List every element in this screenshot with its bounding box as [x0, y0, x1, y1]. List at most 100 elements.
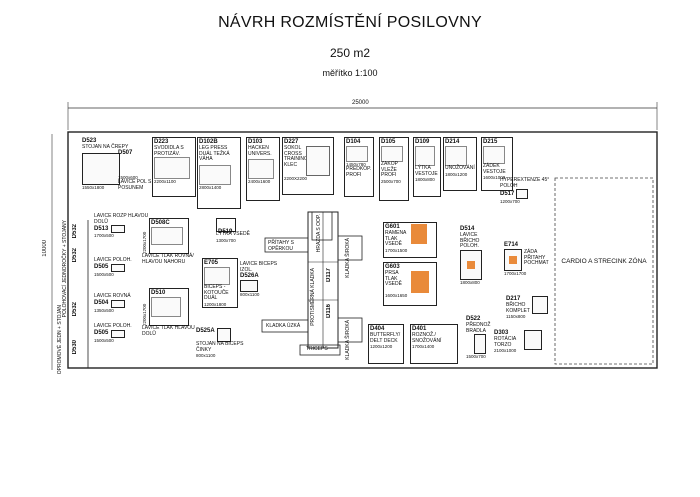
equipment-code: D303 [494, 330, 509, 336]
equipment-dimension: 1700x1700 [504, 271, 527, 276]
equipment-code: D505 [94, 264, 109, 271]
equipment-d513: LAVICE ROZP HLAVOU DOLŮ D513 1700x500 [94, 213, 150, 239]
height-dimension: 10000 [42, 240, 48, 257]
equipment-icon [411, 224, 427, 244]
equipment-d508c: 2200x1700 D508C LAVICE TLAK ROVNÁ/ HLAVO… [142, 218, 212, 265]
equipment-d525a: D525A STOJAN NA BICEPS ČINKY 800x1100 [196, 328, 252, 358]
equipment-icon [111, 299, 126, 308]
equipment-icon [111, 225, 126, 234]
cage-icon [306, 146, 330, 176]
equipment-d522: D522 PŘEDNOŽ BRADLA 1500x700 [466, 316, 496, 359]
equipment-dimension: 1500x600 [118, 175, 138, 180]
tower-kladka-siroka-1: KLADKA ŠIROKÁ [345, 238, 351, 278]
equipment-icon [411, 271, 429, 293]
equipment-dimension: 2400x1600 [248, 179, 271, 185]
equipment-icon [415, 146, 435, 166]
equipment-dimension: 1200x700 [500, 199, 520, 205]
equipment-d105: D105 ZAKOP VLEŽE PROFI 2500x700 [379, 137, 409, 201]
equipment-code: D215 [483, 139, 498, 145]
equipment-icon [204, 267, 230, 285]
equipment-d504: LAVICE ROVNÁ D504 1350x500 [94, 293, 150, 313]
equipment-label: PREDKOP. PROFI [346, 166, 372, 178]
equipment-icon [460, 249, 482, 280]
equipment-icon [111, 263, 126, 272]
equipment-d217: D217 BŘICHO KOMPLET 1150x800 [506, 296, 554, 319]
equipment-e705: E705 BICEPS - KOTOUČE DUÁL 1200x1800 [202, 258, 238, 308]
equipment-dimension: 1800x1200 [445, 171, 468, 177]
equipment-label: SOKOL CROSS TRAINING KLEC [284, 145, 308, 168]
tower-triceps: TRICEPS [306, 346, 328, 352]
equipment-dimension: 2500x700 [381, 178, 401, 184]
equipment-dimension: 1150x800 [506, 314, 526, 320]
tower-hrazda: HRAZDA S OOP. [316, 214, 322, 253]
equipment-icon [532, 296, 548, 314]
equipment-d214: D214 UNOŽOVÁNÍ 1800x1200 [443, 137, 477, 191]
equipment-label: BICEPS - KOTOUČE DUÁL [204, 284, 229, 302]
equipment-d303: D303 ROTÁCIA TORZO 2100x1000 [494, 330, 554, 353]
equipment-code: D105 [381, 139, 396, 145]
equipment-label: LEG PRESS DUÁL TEŽKÁ VÁHA [199, 145, 230, 163]
equipment-dimension: 1500x700 [466, 354, 486, 360]
equipment-dimension: 1350x500 [94, 307, 114, 313]
side-code: D532 [72, 302, 78, 317]
equipment-dimension: 1200x1800 [204, 301, 227, 307]
equipment-icon [248, 159, 274, 180]
equipment-dimension: 1600x1650 [385, 293, 408, 298]
equipment-label: RAMENA TLAK VSEDĚ [385, 230, 407, 248]
equipment-icon [82, 152, 120, 185]
equipment-d523: D523 STOJAN NA ČREPY 1550x1800 [82, 138, 152, 190]
equipment-code: D505 [94, 330, 109, 337]
equipment-icon [445, 146, 467, 166]
equipment-d514: D514 LAVICE BŘICHO POLOH. 1800x800 [460, 226, 496, 285]
equipment-icon [483, 146, 505, 164]
equipment-code: E705 [204, 260, 219, 266]
tower-center-label: PROTISMĚRNÁ KLADKA [310, 268, 316, 326]
equipment-code: D217 [506, 296, 521, 302]
equipment-label: LAVICE TLAK HLAVOU DOLŮ [142, 325, 195, 337]
equipment-label: BŘICHO KOMPLET [506, 302, 530, 314]
equipment-code: D514 [460, 226, 475, 232]
equipment-d102b: D102B LEG PRESS DUÁL TEŽKÁ VÁHA 2800x140… [197, 137, 241, 209]
equipment-label: STOJAN NA ČREPY [82, 144, 129, 150]
equipment-code: D102B [199, 139, 218, 145]
equipment-d215: D215 ZÁDEK VESTOJE 1600x1000 [481, 137, 513, 191]
equipment-icon [154, 157, 190, 180]
tower-code: D117 [326, 268, 332, 283]
equipment-dimension: 1550x1800 [82, 184, 105, 190]
equipment-code: D103 [248, 139, 263, 145]
equipment-label: STOJAN NA BICEPS ČINKY [196, 341, 244, 353]
equipment-label: LAVICE POLOH. [94, 257, 132, 263]
equipment-label: LÝTKA VSEDĚ [216, 231, 250, 237]
equipment-dimension: 1700x1500 [385, 247, 408, 253]
equipment-dimension: 2200x1700 [142, 231, 147, 254]
equipment-dimension: 1700x1400 [412, 344, 435, 350]
equipment-code: D526A [240, 273, 259, 280]
equipment-d404: D404 BUTTERFLY/ DELT DECK 1200x1200 [368, 324, 404, 364]
equipment-dimension: 1800x800 [415, 177, 435, 183]
equipment-label: HYPEREXTENZE 45° POLOH [500, 177, 550, 189]
equipment-icon [381, 146, 403, 162]
plan-title: NÁVRH ROZMÍSTĚNÍ POSILOVNY [218, 14, 482, 31]
equipment-d526a: LAVICE BICEPS IZOL. D526A 800x1100 [240, 261, 280, 297]
tower-pritahy: PŘÍTAHY S OPĚRKOU [268, 240, 294, 252]
equipment-icon [474, 334, 486, 355]
width-dimension: 25000 [352, 100, 369, 106]
equipment-code: D401 [412, 326, 427, 332]
equipment-dimension: 1700x500 [94, 233, 114, 239]
equipment-d519: D519 LÝTKA VSEDĚ 1300x700 [216, 218, 260, 243]
equipment-code: D510 [151, 290, 166, 296]
equipment-dimension: 1450x780 [346, 162, 366, 167]
equipment-label: ROTÁCIA TORZO [494, 336, 516, 348]
equipment-icon [111, 329, 126, 338]
equipment-icon [151, 227, 183, 245]
equipment-code: E714 [504, 242, 519, 248]
equipment-dimension: 1500x500 [94, 337, 114, 343]
cardio-zone-label: CARDIO A STRECINK ZÓNA [561, 258, 647, 265]
equipment-label: SVODIDLA S PROTIZÁV. [154, 145, 184, 157]
equipment-d104: D104 1450x780 PREDKOP. PROFI [344, 137, 374, 197]
equipment-d109: D109 LÝTKA VESTOJE 1800x800 [413, 137, 441, 197]
equipment-code: D504 [94, 300, 109, 307]
tower-kladka-siroka-2: KLADKA ŠIROKÁ [345, 320, 351, 360]
equipment-icon [151, 297, 181, 317]
